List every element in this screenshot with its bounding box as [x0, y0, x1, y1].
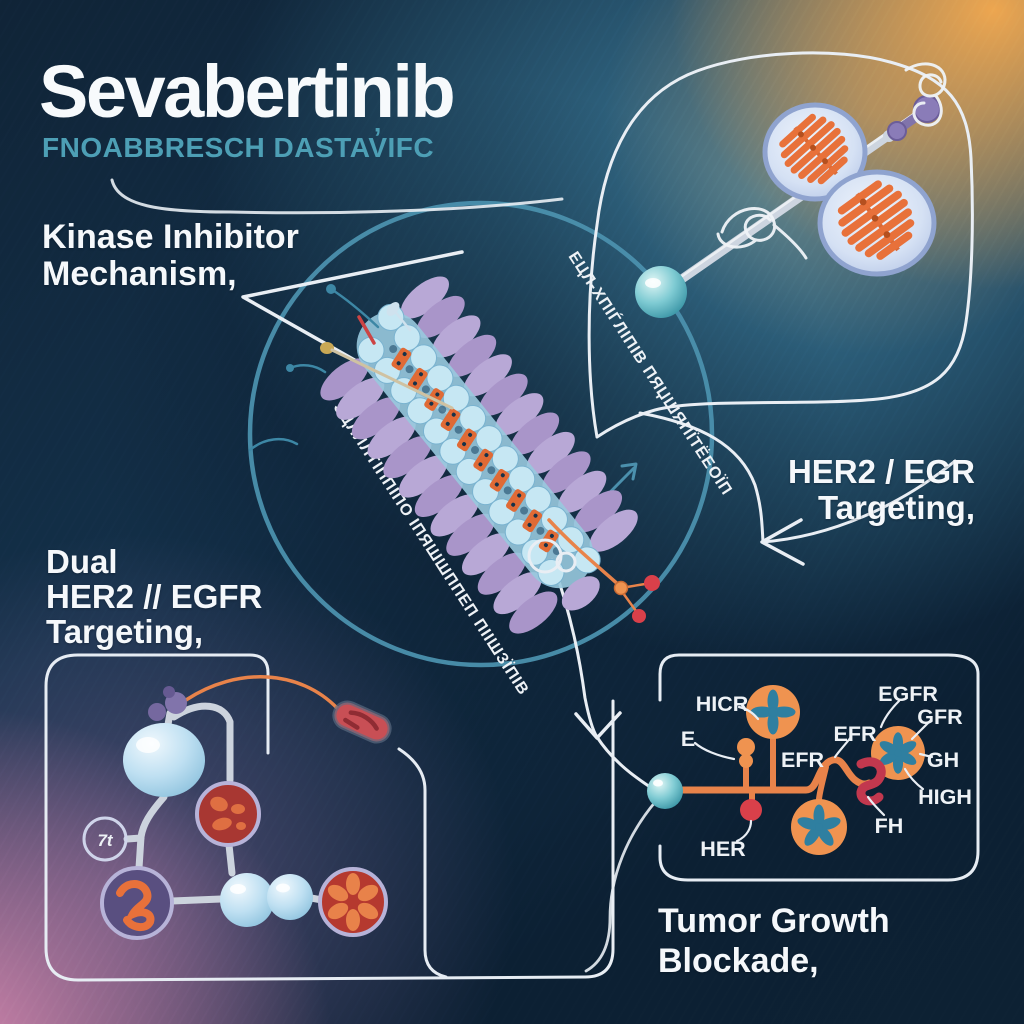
pathway-panel: HICR E EFR HER EFR FH EGFR GFR GH HIGH: [647, 653, 980, 882]
heading-kinase-line2: Mechanism,: [42, 255, 237, 293]
panel-outline: [44, 653, 587, 982]
label-high: HIGH: [918, 785, 972, 809]
heading-her2-egr: HER2 / EGR Targeting,: [788, 454, 975, 526]
label-efr-center: EFR: [781, 748, 824, 772]
label-egfr: EGFR: [878, 682, 938, 706]
chromatin-icon: [116, 880, 155, 931]
heading-dual-line1: Dual: [46, 543, 118, 580]
dna-squiggles-icon: [716, 62, 947, 260]
label-gh: GH: [927, 748, 959, 772]
annotation-circle: [82, 816, 128, 862]
fh-squiggle-icon: [856, 757, 886, 806]
red-cell: [195, 781, 261, 847]
cell-division-illustration: [635, 62, 947, 318]
purple-sphere: [887, 121, 907, 141]
cell-blob-outline: [587, 51, 974, 439]
label-gfr: GFR: [917, 705, 963, 729]
connector-lines: [110, 51, 974, 979]
asterisk-icon: [795, 804, 843, 849]
page-title: Sevabertinib: [39, 50, 456, 133]
heading-tumor: Tumor Growth Blockade,: [658, 901, 890, 981]
her-node: [740, 799, 762, 821]
label-e: E: [681, 727, 695, 751]
blue-sphere: [220, 873, 274, 927]
drug-pill: [332, 700, 392, 744]
blue-sphere: [123, 723, 205, 797]
signal-sphere: [647, 773, 683, 809]
blue-sphere: [267, 874, 313, 920]
heading-her2-line2: Targeting,: [817, 489, 975, 526]
teal-sphere: [635, 266, 687, 318]
orange-link: [184, 675, 339, 710]
label-pointers: [693, 699, 934, 843]
spindle-rod: [661, 108, 926, 295]
label-hicr: HICR: [696, 692, 749, 716]
purple-sphere: [913, 95, 941, 123]
label-efr-right: EFR: [834, 722, 877, 746]
cell-organelles-icon: [210, 796, 246, 831]
dual-targeting-panel: 7t: [44, 653, 587, 982]
nucleus-cell: [100, 866, 174, 940]
page-subtitle: FNOABBRESCH DASTAV̓IFC: [42, 132, 435, 163]
heading-tumor-line2: Blockade,: [658, 942, 819, 980]
asterisk-icon: [877, 732, 919, 774]
molecule-spikes: [248, 284, 454, 452]
heading-dual-line2: HER2 // EGFR: [46, 578, 263, 615]
panel-outline: [658, 653, 980, 882]
heading-dual-line3: Targeting,: [46, 613, 204, 650]
clover-icon: [750, 689, 796, 735]
molecule-rods: [123, 702, 326, 905]
heading-kinase: Kinase Inhibitor Mechanism,: [42, 219, 299, 293]
heading-her2-line1: HER2 / EGR: [787, 453, 975, 490]
ligand-node: [739, 754, 753, 768]
mechanism-circle: [247, 200, 715, 668]
cell-segments-icon: [327, 873, 379, 931]
heading-dual: Dual HER2 // EGFR Targeting,: [46, 544, 262, 649]
annotation-label: 7t: [97, 831, 113, 850]
purple-node: [148, 703, 166, 721]
heading-kinase-line1: Kinase Inhibitor: [42, 218, 299, 256]
kinase-molecule-illustration: [248, 276, 660, 634]
orange-tail: [547, 518, 660, 623]
heading-tumor-line1: Tumor Growth: [658, 902, 890, 940]
label-her: HER: [700, 837, 746, 861]
label-fh: FH: [875, 814, 904, 838]
